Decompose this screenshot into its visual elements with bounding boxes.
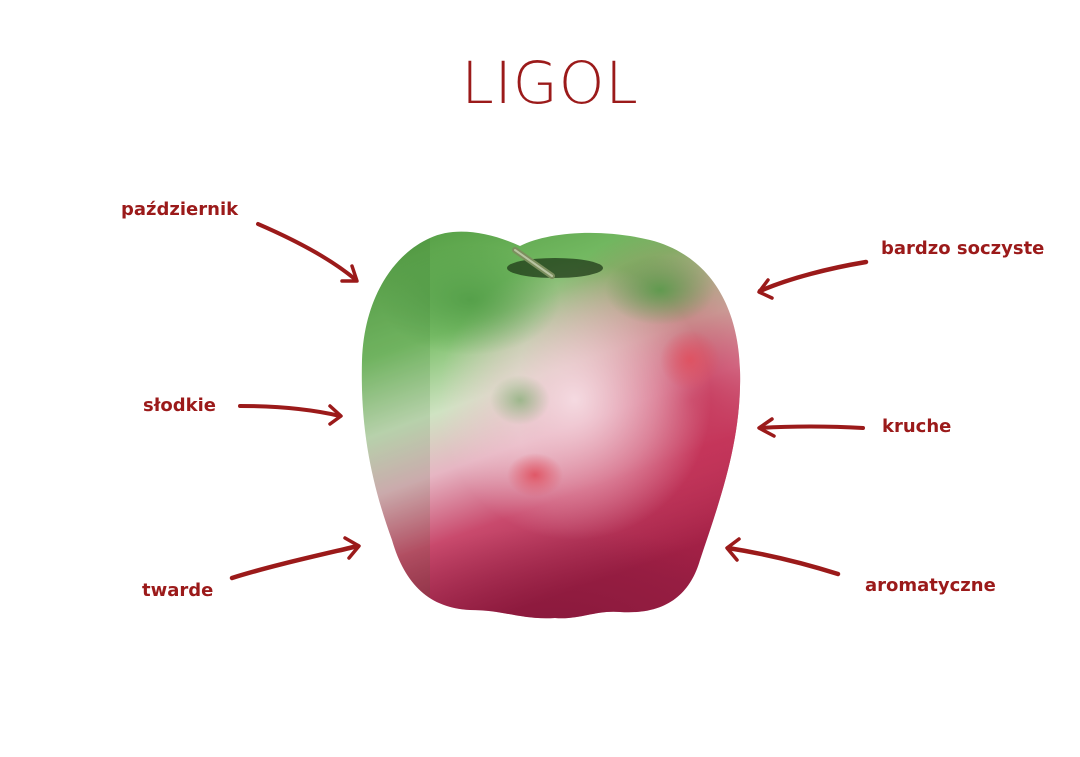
arrow-firm-icon [229, 536, 361, 581]
label-harvest-month: październik [121, 199, 239, 220]
label-aromatic: aromatyczne [865, 575, 996, 596]
apple-icon [361, 231, 741, 619]
arrow-sweet-icon [238, 404, 343, 426]
label-very-juicy: bardzo soczyste [881, 238, 1045, 259]
arrow-harvest-month-icon [256, 222, 359, 283]
arrow-very-juicy-icon [757, 259, 869, 300]
arrow-aromatic-icon [725, 537, 841, 577]
label-crisp: kruche [882, 416, 952, 437]
label-firm: twarde [142, 580, 214, 601]
arrow-crisp-icon [757, 417, 865, 438]
label-sweet: słodkie [143, 395, 216, 416]
page-title: LIGOL [461, 49, 639, 117]
